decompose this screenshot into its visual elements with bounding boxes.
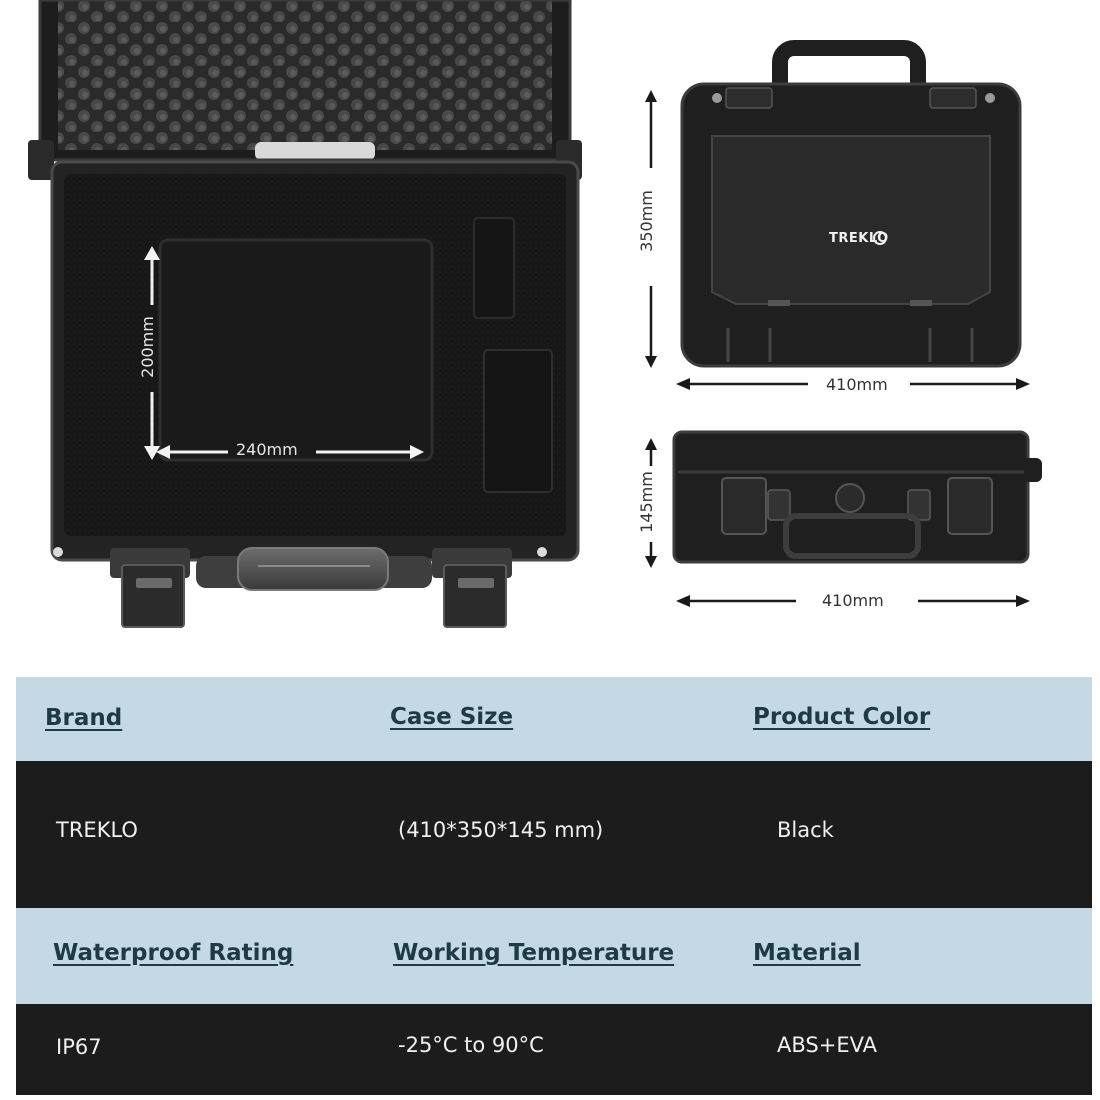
spec-value-waterproof-rating: IP67 — [56, 1035, 102, 1059]
lid-foam — [58, 0, 552, 150]
latch-left — [121, 564, 185, 628]
main-pocket — [158, 238, 434, 462]
interior-height-label: 200mm — [137, 316, 157, 378]
case-width-side-label: 410mm — [822, 591, 884, 610]
front-latches — [53, 547, 547, 628]
spec-value-working-temperature: -25°C to 90°C — [398, 1033, 544, 1057]
brand-logo: TREKLO — [829, 231, 889, 246]
spec-value-row-2: IP67 -25°C to 90°C ABS+EVA — [16, 1004, 1092, 1095]
spec-value-case-size: (410*350*145 mm) — [398, 818, 604, 842]
interior-width-label: 240mm — [236, 440, 298, 459]
spec-header-row-2: Waterproof Rating Working Temperature Ma… — [16, 908, 1092, 1004]
open-case — [28, 0, 582, 628]
spec-value-row-1: TREKLO (410*350*145 mm) Black — [16, 761, 1092, 908]
side-pocket — [483, 349, 553, 493]
interior-dimension-arrows — [144, 246, 424, 460]
case-width-top-label: 410mm — [826, 375, 888, 394]
spec-header-product-color: Product Color — [753, 704, 931, 730]
case-length-label: 350mm — [636, 190, 656, 252]
case-depth-label: 145mm — [636, 471, 656, 533]
spec-table: Brand Case Size Product Color TREKLO (41… — [16, 677, 1092, 1095]
exterior-dimension-arrows — [645, 90, 1030, 607]
carry-handle — [237, 547, 389, 591]
spec-value-brand: TREKLO — [56, 818, 138, 842]
spec-header-case-size: Case Size — [390, 704, 514, 730]
spec-header-working-temperature: Working Temperature — [393, 940, 675, 966]
spec-value-product-color: Black — [777, 818, 834, 842]
side-handle — [783, 513, 921, 559]
spec-header-brand: Brand — [45, 705, 123, 731]
spec-header-material: Material — [753, 940, 861, 966]
case-top-view — [680, 40, 1022, 368]
logo-mark-icon — [873, 231, 887, 245]
case-side-view — [672, 430, 1042, 564]
case-drawing — [28, 0, 1042, 628]
lid-notch — [255, 142, 375, 160]
spec-header-row-1: Brand Case Size Product Color — [16, 677, 1092, 761]
spec-header-waterproof-rating: Waterproof Rating — [53, 940, 294, 966]
product-illustration: 200mm 240mm 350mm 410mm 145mm 410mm TREK… — [28, 0, 1042, 628]
small-pocket — [473, 217, 515, 319]
hinge-left — [28, 140, 54, 180]
spec-value-material: ABS+EVA — [777, 1033, 877, 1057]
latch-right — [443, 564, 507, 628]
